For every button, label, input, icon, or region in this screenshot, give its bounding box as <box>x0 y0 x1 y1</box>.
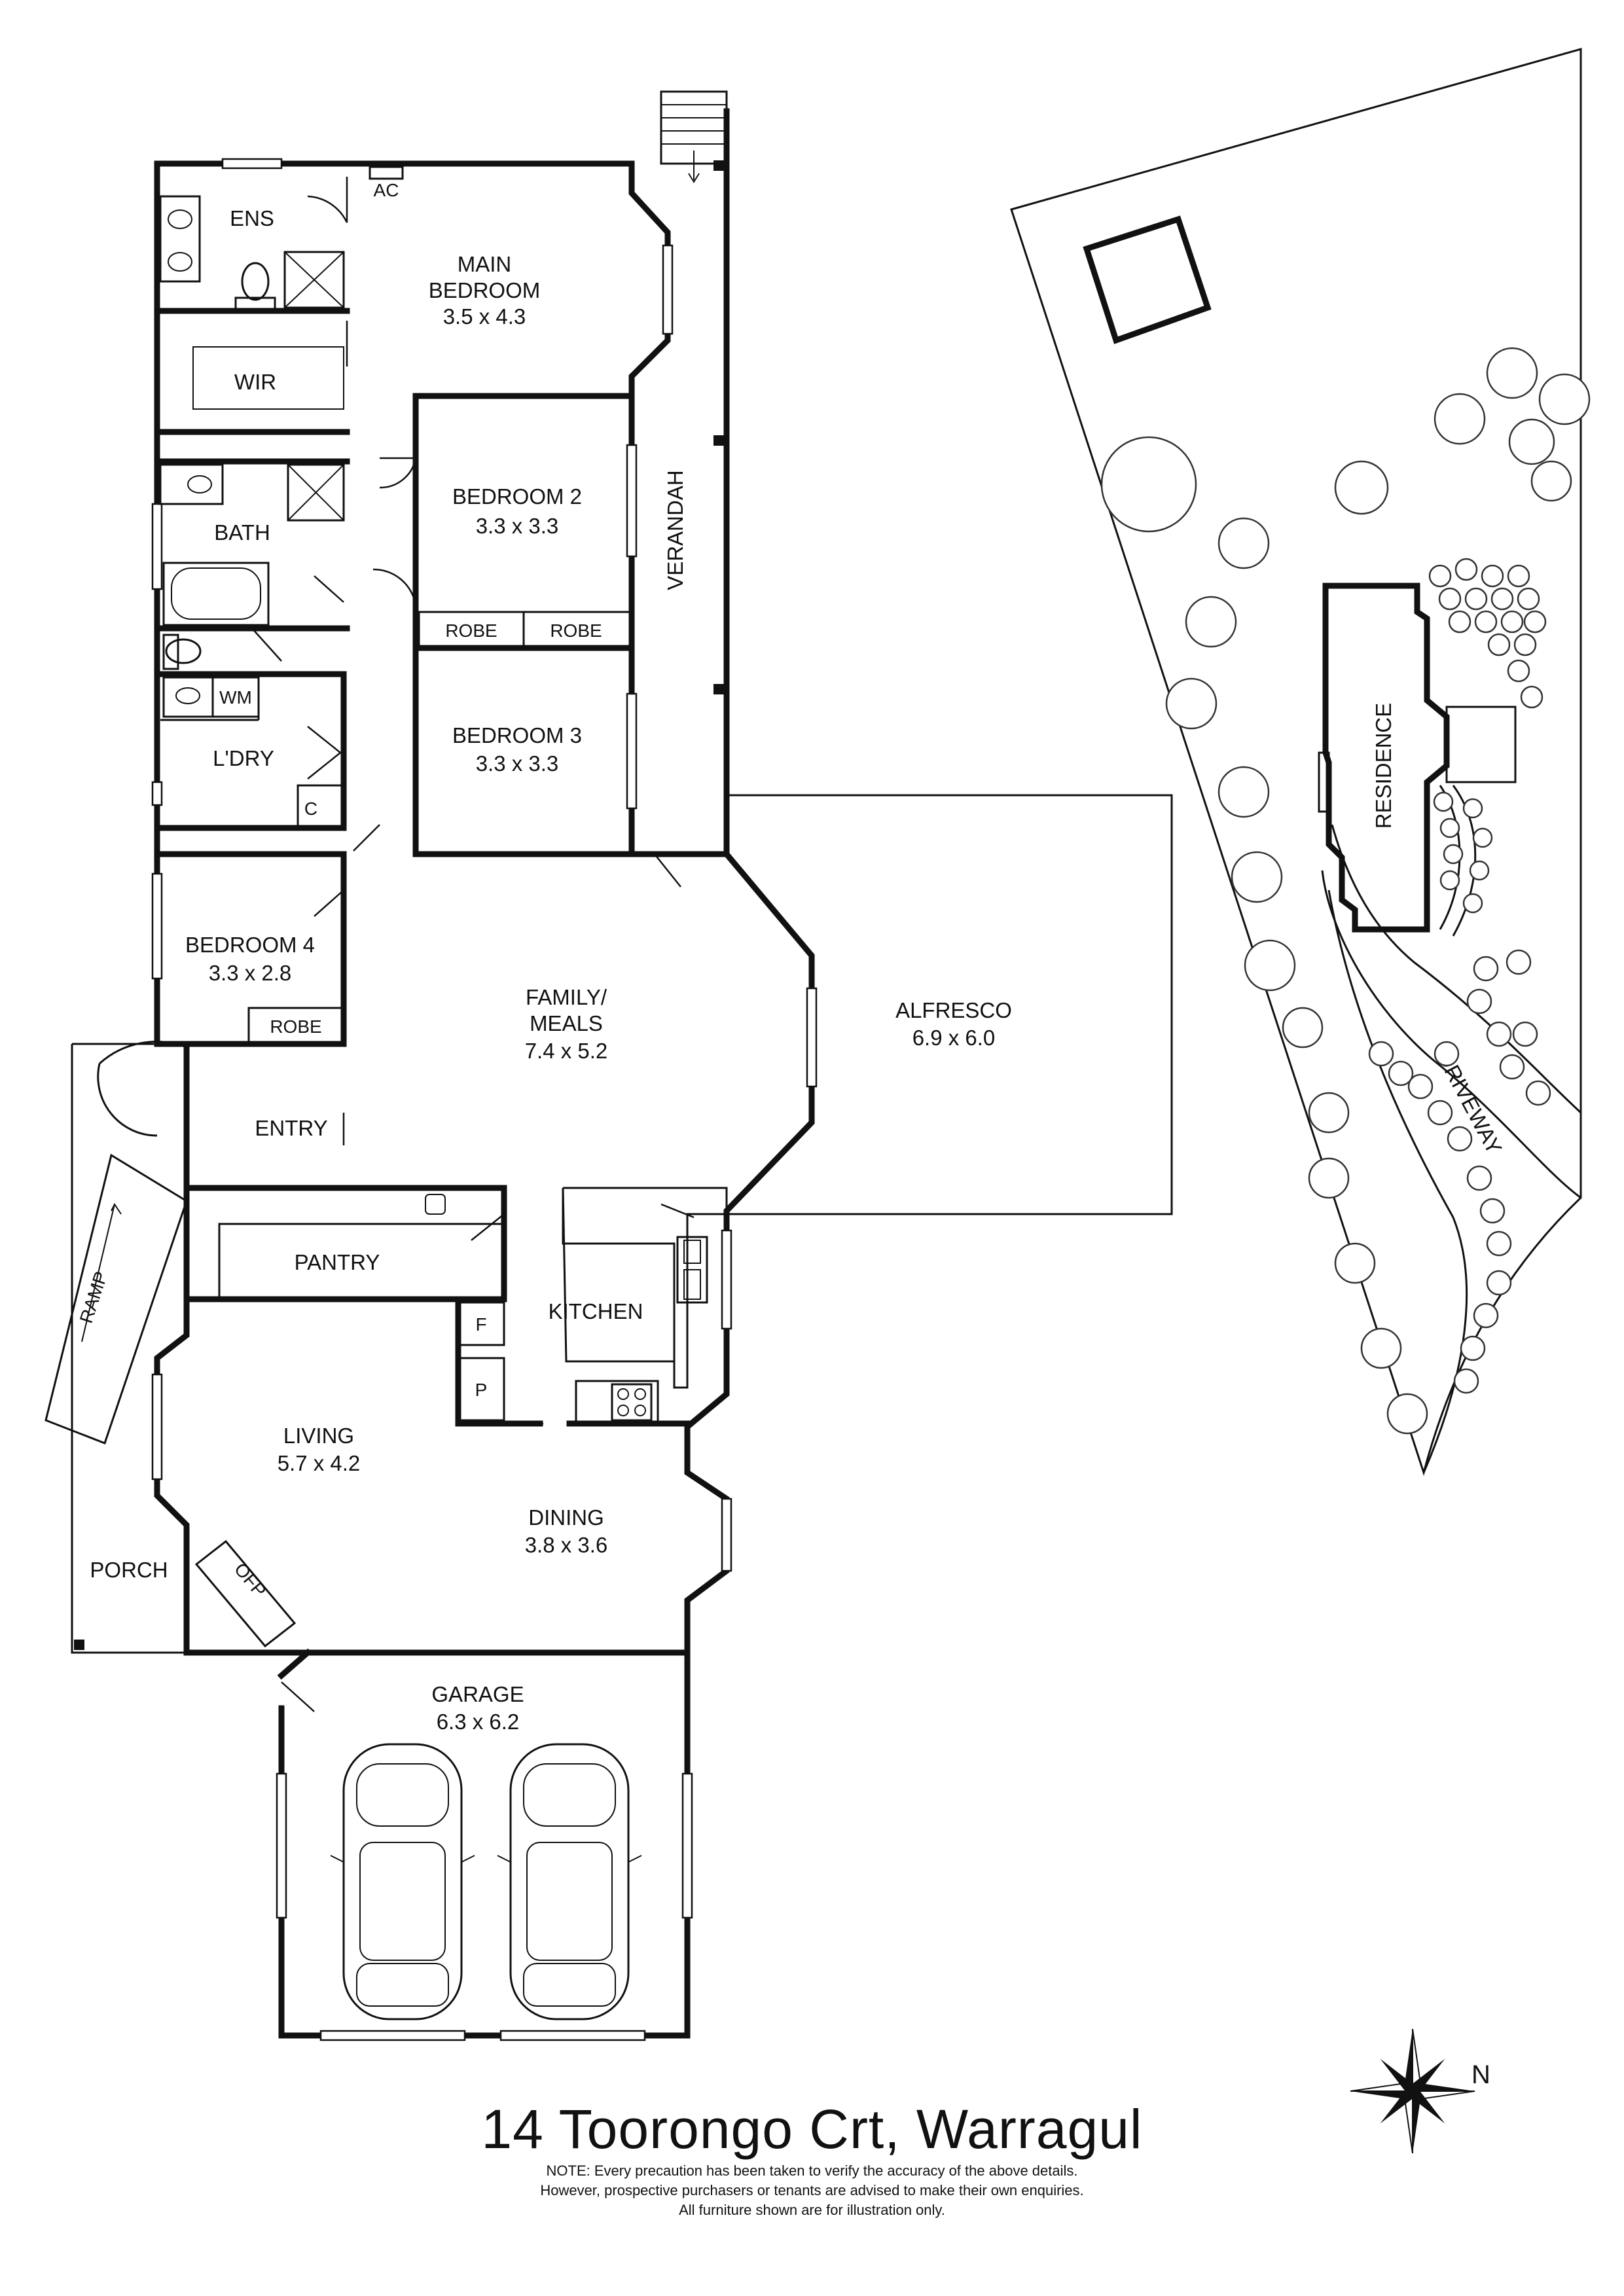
label-fridge: F <box>475 1314 486 1335</box>
note-line: NOTE: Every precaution has been taken to… <box>546 2162 1078 2179</box>
label-pantry: PANTRY <box>295 1250 380 1274</box>
label-bedroom-3-dim: 3.3 x 3.3 <box>476 751 559 776</box>
label-main-bedroom-1: MAIN <box>458 252 512 276</box>
label-garage: GARAGE <box>431 1682 524 1706</box>
verandah-stairs <box>660 90 728 694</box>
site-plan: RESIDENCE DRIVEWAY <box>1010 48 1591 1477</box>
label-robe-1: ROBE <box>445 620 497 641</box>
room-labels: ENS AC MAIN BEDROOM 3.5 x 4.3 WIR BEDROO… <box>76 180 1012 1734</box>
label-family-2: MEALS <box>530 1011 603 1035</box>
alfresco-outline <box>727 794 1173 1215</box>
label-ofp: OFP <box>230 1559 270 1601</box>
label-pantry-small: P <box>475 1380 488 1400</box>
label-robe-2: ROBE <box>550 620 602 641</box>
label-bedroom-2-dim: 3.3 x 3.3 <box>476 514 559 538</box>
label-main-bedroom-2: BEDROOM <box>429 278 541 302</box>
label-ac: AC <box>374 180 399 200</box>
porch-ramp <box>45 1041 188 1654</box>
doors <box>251 177 695 1712</box>
site-trees <box>1100 347 1591 1435</box>
label-living: LIVING <box>283 1424 354 1448</box>
label-family-dim: 7.4 x 5.2 <box>525 1039 608 1063</box>
label-living-dim: 5.7 x 4.2 <box>278 1451 361 1475</box>
windows <box>151 158 818 2041</box>
label-kitchen: KITCHEN <box>549 1299 643 1323</box>
label-robe-3: ROBE <box>270 1016 321 1037</box>
label-residence: RESIDENCE <box>1371 703 1396 829</box>
label-bedroom-3: BEDROOM 3 <box>452 723 582 747</box>
label-alfresco-dim: 6.9 x 6.0 <box>912 1026 996 1050</box>
label-garage-dim: 6.3 x 6.2 <box>437 1710 520 1734</box>
label-bedroom-4-dim: 3.3 x 2.8 <box>209 961 292 985</box>
label-alfresco: ALFRESCO <box>895 998 1012 1022</box>
compass-rose-icon <box>1350 2028 1475 2154</box>
label-wir: WIR <box>234 370 276 394</box>
label-cupboard: C <box>304 798 317 819</box>
note-line: However, prospective purchasers or tenan… <box>540 2182 1084 2198</box>
note-line: All furniture shown are for illustration… <box>679 2202 945 2218</box>
label-porch: PORCH <box>90 1558 168 1582</box>
garage-cars <box>330 1743 642 2020</box>
label-main-bedroom-dim: 3.5 x 4.3 <box>443 304 526 329</box>
label-family-1: FAMILY/ <box>526 985 607 1009</box>
label-entry: ENTRY <box>255 1116 327 1140</box>
disclaimer-note: NOTE: Every precaution has been taken to… <box>0 2161 1624 2220</box>
label-wm: WM <box>219 687 252 708</box>
label-dining-dim: 3.8 x 3.6 <box>525 1533 608 1557</box>
label-ens: ENS <box>230 206 274 230</box>
property-address: 14 Toorongo Crt, Warragul <box>481 2098 1143 2160</box>
label-dining: DINING <box>528 1505 604 1530</box>
label-bath: BATH <box>214 520 270 545</box>
label-bedroom-4: BEDROOM 4 <box>185 933 315 957</box>
label-verandah: VERANDAH <box>663 470 687 590</box>
label-laundry: L'DRY <box>213 746 274 770</box>
fixtures <box>159 166 728 1648</box>
compass-north-label: N <box>1471 2060 1490 2089</box>
house-walls <box>74 108 815 2039</box>
label-bedroom-2: BEDROOM 2 <box>452 484 582 509</box>
